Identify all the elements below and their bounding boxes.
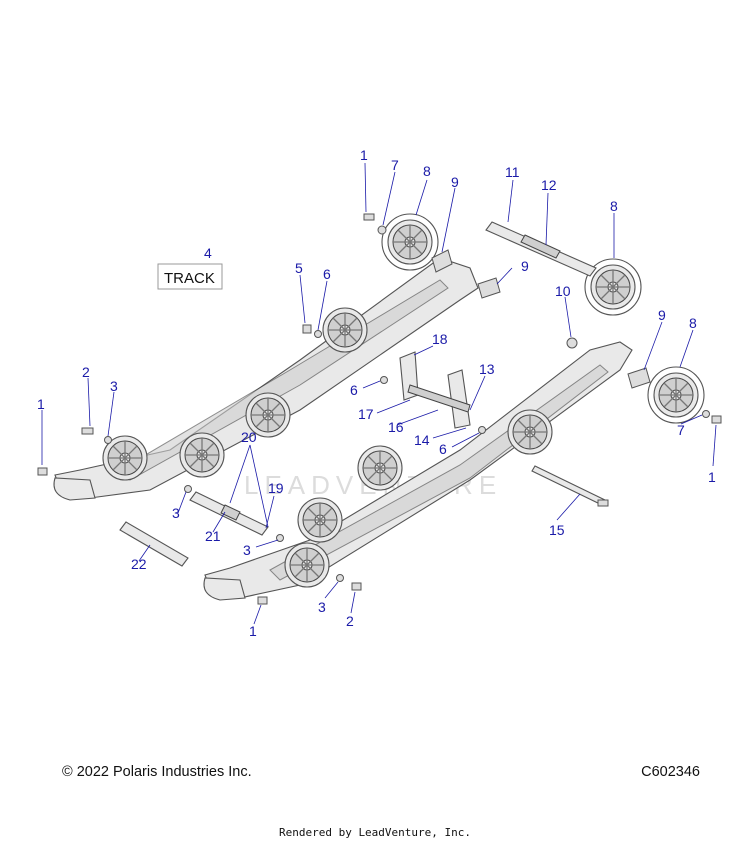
callout-16: 16 xyxy=(388,419,404,435)
callout-18: 18 xyxy=(432,331,448,347)
callout-7: 7 xyxy=(677,422,685,438)
callout-7: 7 xyxy=(391,157,399,173)
callout-2: 2 xyxy=(82,364,90,380)
long-shaft-15 xyxy=(531,465,606,506)
idler-wheel-top-right xyxy=(590,264,636,310)
right-rail-wheel-upper xyxy=(507,409,553,455)
callout-1: 1 xyxy=(249,623,257,639)
copyright-text: © 2022 Polaris Industries Inc. xyxy=(62,764,252,780)
callout-6: 6 xyxy=(323,266,331,282)
left-rail-wheel-top xyxy=(322,307,368,353)
callout-8: 8 xyxy=(423,163,431,179)
callout-3: 3 xyxy=(172,505,180,521)
callout-13: 13 xyxy=(479,361,495,377)
center-bracket xyxy=(399,351,471,429)
callout-15: 15 xyxy=(549,522,565,538)
leader-lines xyxy=(41,162,717,625)
right-rail-wheel-rear xyxy=(297,497,343,543)
hardware xyxy=(37,213,722,605)
callout-2: 2 xyxy=(346,613,354,629)
callout-9: 9 xyxy=(451,174,459,190)
idler-wheel-top-left xyxy=(387,219,433,265)
callout-9: 9 xyxy=(521,258,529,274)
left-rail-wheel-mid xyxy=(179,432,225,478)
callout-3: 3 xyxy=(243,542,251,558)
callout-8: 8 xyxy=(689,315,697,331)
callout-1: 1 xyxy=(708,469,716,485)
shaft-22 xyxy=(119,521,189,567)
track-box: TRACK xyxy=(157,263,223,290)
shaft-20-21 xyxy=(189,491,269,536)
callout-21: 21 xyxy=(205,528,221,544)
diagram-code: C602346 xyxy=(641,764,700,780)
callout-19: 19 xyxy=(268,480,284,496)
callout-20: 20 xyxy=(241,429,257,445)
callout-1: 1 xyxy=(37,396,45,412)
callout-10: 10 xyxy=(555,283,571,299)
callout-9: 9 xyxy=(658,307,666,323)
callout-3: 3 xyxy=(110,378,118,394)
callout-6: 6 xyxy=(350,382,358,398)
callout-5: 5 xyxy=(295,260,303,276)
callout-4: 4 xyxy=(204,245,212,261)
callout-14: 14 xyxy=(414,432,430,448)
callout-17: 17 xyxy=(358,406,374,422)
right-rail-wheel-mid xyxy=(357,445,403,491)
track-label: TRACK xyxy=(164,270,215,287)
callout-11: 11 xyxy=(505,164,520,180)
callout-8: 8 xyxy=(610,198,618,214)
callout-3: 3 xyxy=(318,599,326,615)
axle-shaft xyxy=(485,221,597,277)
callout-6: 6 xyxy=(439,441,447,457)
callout-22: 22 xyxy=(131,556,147,572)
callouts: 1 7 8 9 11 12 8 4 5 6 9 10 9 8 18 13 2 3… xyxy=(37,147,716,639)
right-rail-wheel-low xyxy=(284,542,330,588)
idler-wheel-right xyxy=(653,372,699,418)
callout-1: 1 xyxy=(360,147,368,163)
rendered-by-text: Rendered by LeadVenture, Inc. xyxy=(278,826,472,839)
callout-12: 12 xyxy=(541,177,557,193)
